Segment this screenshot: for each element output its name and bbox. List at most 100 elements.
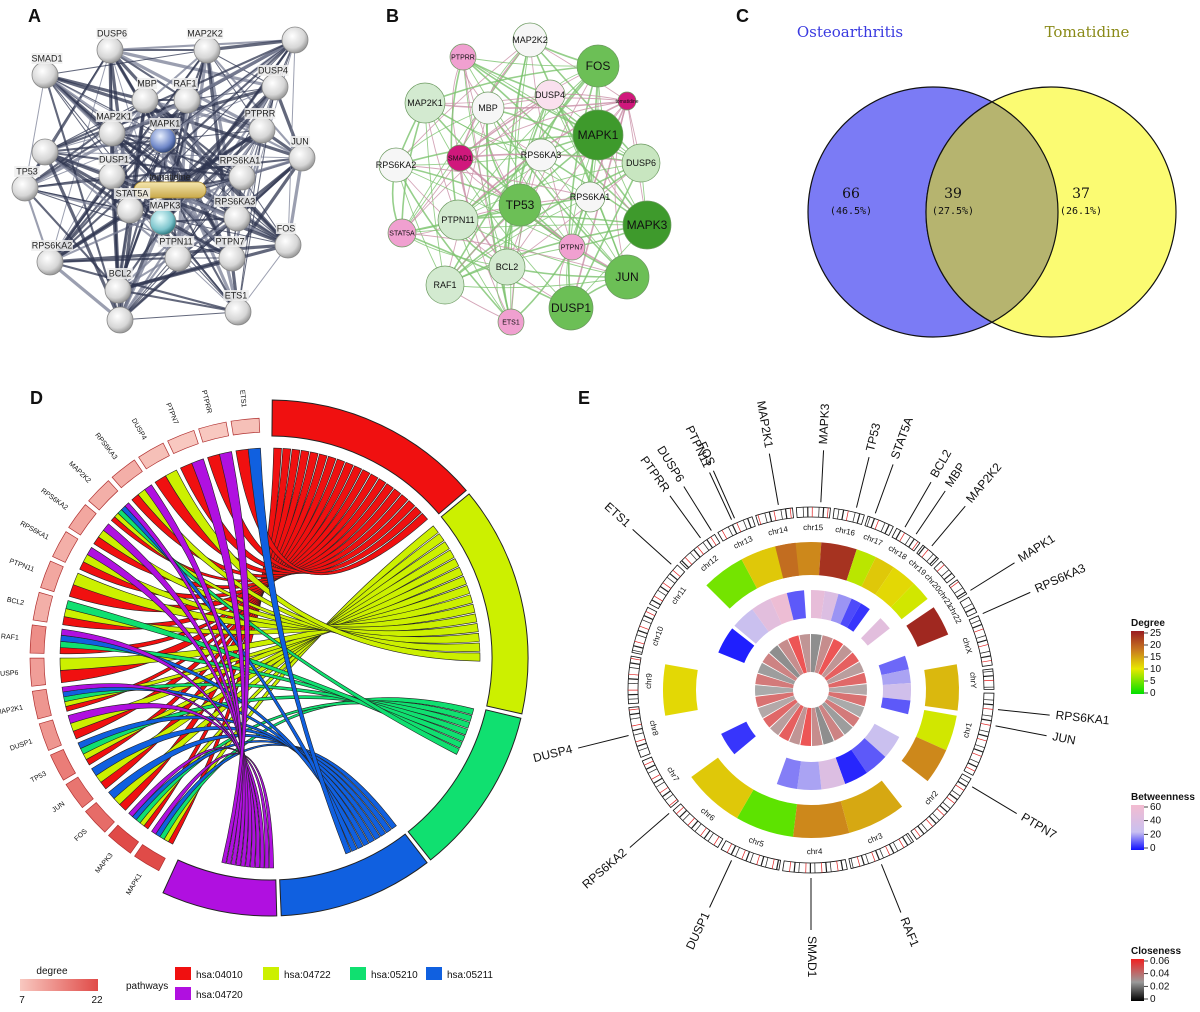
panel-label-a: A: [28, 6, 41, 26]
venn-count-left-only: 66: [842, 186, 860, 202]
cytoband: [630, 717, 641, 720]
betweenness-segment: [864, 723, 900, 757]
edge: [44, 99, 146, 153]
cytoband: [703, 830, 711, 839]
gene-label-ptpn11: PTPN11: [683, 423, 733, 520]
ideogram-chr18: chr18: [887, 527, 921, 562]
node-label: MAPK3: [627, 218, 668, 232]
node-label-bg: [289, 136, 311, 147]
cytoband: [629, 667, 640, 669]
chord-ptprr-hsa-04720: [219, 451, 250, 864]
leader-line: [709, 472, 733, 520]
gene-arc-ptpn11: [40, 560, 64, 593]
legend-swatch: [175, 987, 191, 1000]
gene-label-text: SMAD1: [805, 936, 819, 978]
closeness-segment: [814, 635, 833, 674]
node-label-bg: [14, 166, 40, 177]
legend-tick-label: 20: [1150, 640, 1162, 651]
cytoband: [636, 742, 647, 747]
protein-node-unlabeled: [281, 26, 309, 54]
edge: [48, 260, 122, 322]
cytoband: [983, 703, 994, 706]
degree-segment: [916, 709, 957, 751]
cytoband: [822, 507, 825, 518]
chromosome-label-chr18: chr18: [887, 543, 909, 562]
network-node-smad1: SMAD1: [446, 144, 474, 172]
gene-label-smad1: SMAD1: [805, 878, 819, 978]
legend-label: hsa:04720: [196, 990, 243, 1001]
node-circle: [387, 218, 417, 248]
legend-tick-label: 20: [1150, 829, 1162, 840]
edge: [395, 164, 572, 309]
protein-node-rps6ka2: RPS6KA2: [31, 240, 73, 276]
network-node-mapk1: MAPK1: [572, 109, 624, 161]
gene-arc-ets1: [230, 417, 261, 436]
node-label: BCL2: [109, 269, 132, 279]
legend-swatch: [426, 967, 442, 980]
betweenness-segment: [734, 609, 769, 644]
leader-line: [880, 864, 902, 913]
chord-tp53-hsa-05211: [77, 715, 375, 844]
cytoband: [629, 662, 641, 665]
ideogram-chr15: chr15: [795, 506, 831, 532]
network-node-dusp1: DUSP1: [548, 285, 594, 331]
node-label: PTPRR: [451, 54, 475, 61]
betweenness-segment: [818, 757, 846, 790]
closeness-segment: [828, 672, 867, 688]
pathway-arcs: [162, 399, 529, 917]
gene-label-dusp4: DUSP4: [532, 734, 629, 765]
pathway-arc-hsa-04722: [440, 493, 529, 715]
protein-node-ets1: ETS1: [223, 290, 252, 326]
cytoband: [898, 838, 905, 848]
betweenness-segment: [797, 761, 822, 790]
leader-line: [629, 812, 670, 848]
cytoband: [879, 848, 884, 859]
pathway-legend-hsa-05211: hsa:05211: [426, 967, 493, 981]
closeness-segment: [800, 707, 811, 746]
gene-label-ptpn7: PTPN7: [164, 402, 179, 426]
chromosome-label-chr13: chr13: [732, 534, 754, 551]
cytoband: [936, 564, 945, 572]
gene-arc-dusp1: [38, 719, 62, 751]
cytoband: [899, 532, 905, 542]
ideogram-chr5: chr5: [720, 835, 782, 871]
node-label: MAP2K2: [512, 35, 548, 45]
chord-mapk3-hsa-04720: [128, 746, 270, 869]
legend-swatch: [350, 967, 366, 980]
gene-label-text: RPS6KA1: [1055, 708, 1111, 728]
chromosome-band: [933, 560, 956, 584]
betweenness-segment: [840, 598, 861, 628]
cytoband: [918, 546, 926, 555]
cytoband: [636, 634, 647, 639]
gene-label-mapk3: MAPK3: [816, 403, 832, 503]
node-label: RPS6KA2: [376, 160, 417, 170]
node-label-bg: [98, 154, 130, 165]
venn-count-both: 39: [944, 186, 962, 202]
cytoband: [659, 787, 669, 794]
node-label: DUSP6: [97, 29, 127, 39]
cytoband: [929, 556, 938, 565]
node-circle: [437, 199, 479, 241]
cytoband: [946, 796, 955, 804]
gene-label-ets1: ETS1: [602, 499, 672, 565]
gene-arc-mapk3: [107, 824, 140, 854]
gene-arc-bcl2: [32, 591, 54, 623]
chromosome-label-chrX: chrX: [961, 636, 974, 655]
chord-mapk1-hsa-05211: [155, 743, 397, 838]
chromosome-band: [627, 655, 642, 705]
cytoband: [633, 645, 644, 649]
protein-node-ptprr: PTPRR: [244, 108, 276, 144]
network-node-ptpn7: PTPN7: [558, 233, 586, 261]
cytoband: [687, 817, 695, 826]
venn-pct-both: (27.5%): [932, 206, 974, 217]
node-sphere: [274, 231, 302, 259]
edge: [49, 256, 179, 264]
cytoband: [661, 790, 671, 798]
protein-node-raf1: RAF1: [172, 78, 201, 114]
closeness-segment: [778, 704, 804, 742]
betweenness-segment: [880, 697, 911, 715]
node-circle: [498, 183, 542, 227]
node-label: DUSP6: [626, 158, 656, 168]
network-node-rps6ka3: RPS6KA3: [521, 138, 561, 172]
cytoband: [684, 557, 693, 565]
